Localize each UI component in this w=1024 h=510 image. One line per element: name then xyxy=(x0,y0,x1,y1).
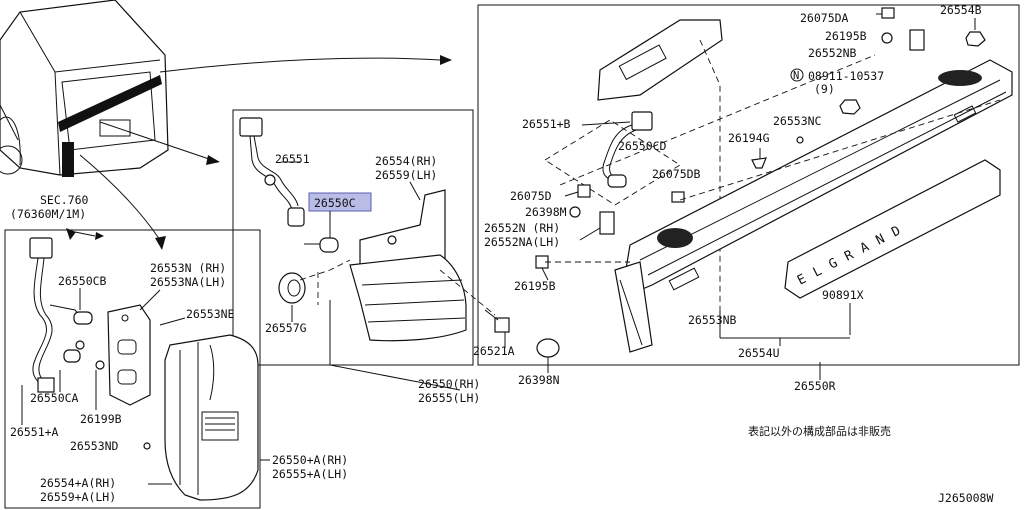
label-26075da: 26075DA xyxy=(800,11,849,25)
label-26555-lh: 26555(LH) xyxy=(418,391,480,405)
label-26553n-rh: 26553N (RH) xyxy=(150,261,226,275)
label-08911: 08911-10537 xyxy=(808,69,884,83)
screw-26075db xyxy=(671,191,685,203)
center-lamp-frame xyxy=(232,109,474,366)
label-26195b-bottom: 26195B xyxy=(514,279,556,293)
bulb-26550ca xyxy=(63,349,81,363)
label-90891x: 90891X xyxy=(822,288,864,302)
screw-26521a xyxy=(484,309,510,333)
label-26552na-lh: 26552NA(LH) xyxy=(484,235,560,249)
clip-26553nd xyxy=(143,442,151,450)
label-26553na-lh: 26553NA(LH) xyxy=(150,275,226,289)
garnish-frame xyxy=(477,4,1020,366)
label-26552nb: 26552NB xyxy=(808,46,857,60)
label-26075db: 26075DB xyxy=(652,167,701,181)
garnish-bar-26550r xyxy=(614,59,1013,353)
gasket-26553n xyxy=(107,304,151,406)
label-26195b-top: 26195B xyxy=(825,29,867,43)
label-26551b: 26551+B xyxy=(522,117,571,131)
label-26552n-rh: 26552N (RH) xyxy=(484,221,560,235)
label-26551a: 26551+A xyxy=(10,425,59,439)
bracket-26552n xyxy=(599,211,615,235)
nut-08911 xyxy=(839,99,861,115)
label-26550cd: 26550CD xyxy=(618,139,667,153)
label-26550ca: 26550CA xyxy=(30,391,79,405)
label-26559-lh: 26559(LH) xyxy=(375,168,437,182)
sticker-plate xyxy=(597,19,723,101)
clip-26194g xyxy=(751,157,767,169)
label-26398n: 26398N xyxy=(518,373,560,387)
cap-26398n xyxy=(536,338,560,358)
lower-left-frame xyxy=(4,229,261,509)
label-26550-rh: 26550(RH) xyxy=(418,377,480,391)
label-26521a: 26521A xyxy=(473,344,515,358)
label-26550c-highlight xyxy=(308,192,372,212)
screw-26075d xyxy=(577,184,591,198)
note-not-for-sale: 表記以外の構成部品は非販売 xyxy=(748,424,891,438)
label-26194g: 26194G xyxy=(728,131,770,145)
sec760-ref: SEC.760 xyxy=(40,193,89,207)
bulb-26550cb xyxy=(73,311,93,325)
grommet-26557g xyxy=(278,272,306,304)
label-26075d: 26075D xyxy=(510,189,552,203)
label-26550r: 26550R xyxy=(794,379,836,393)
label-26555a-lh: 26555+A(LH) xyxy=(272,467,348,481)
wire-harness-26551a xyxy=(29,237,83,393)
nut-26554b xyxy=(965,31,986,47)
label-26398m: 26398M xyxy=(525,205,567,219)
label-26550cb: 26550CB xyxy=(58,274,107,288)
label-08911-qty: (9) xyxy=(814,82,835,96)
label-26554-rh: 26554(RH) xyxy=(375,154,437,168)
n-circle xyxy=(790,68,804,82)
van-illustration xyxy=(0,0,169,177)
pointer-arrow-middle xyxy=(99,121,213,161)
label-26554u: 26554U xyxy=(738,346,780,360)
socket-26551b xyxy=(631,111,653,131)
bulb-26550cd xyxy=(607,174,627,188)
sec760-ref-code: (76360M/1M) xyxy=(10,207,86,221)
bulb-26550c xyxy=(304,237,339,253)
label-26557g: 26557G xyxy=(265,321,307,335)
label-26559a-lh: 26559+A(LH) xyxy=(40,490,116,504)
lamp-housing-26550 xyxy=(349,189,467,342)
label-26553nc: 26553NC xyxy=(773,114,822,128)
label-26553nb: 26553NB xyxy=(688,313,737,327)
label-26550a-rh: 26550+A(RH) xyxy=(272,453,348,467)
label-26551: 26551 xyxy=(275,152,310,166)
wire-harness-26551 xyxy=(239,117,305,227)
label-26553ne: 26553NE xyxy=(186,307,235,321)
n-circle-letter: N xyxy=(793,70,799,82)
label-26553nd: 26553ND xyxy=(70,439,119,453)
screw-26075da xyxy=(876,7,895,19)
lamp-unit-26550a xyxy=(164,334,259,501)
label-26554b: 26554B xyxy=(940,3,982,17)
label-26554a-rh: 26554+A(RH) xyxy=(40,476,116,490)
diagram-id: J265008W xyxy=(938,491,993,505)
label-26550c: 26550C xyxy=(314,196,356,210)
label-26199b: 26199B xyxy=(80,412,122,426)
pointer-arrow-upper xyxy=(159,57,441,73)
bracket-26552nb xyxy=(909,29,925,51)
